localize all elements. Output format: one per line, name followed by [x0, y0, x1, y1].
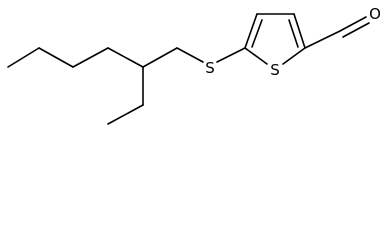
bond-ring-c3-c2 — [293, 13, 306, 49]
bond-c2-c3 — [38, 47, 74, 68]
bond-c1-c2 — [7, 47, 40, 68]
bond-c3-c4 — [72, 47, 109, 68]
bond-cho-o — [339, 16, 367, 32]
bond-cho-o-double — [342, 22, 370, 38]
bond-c5-ch2 — [142, 47, 178, 68]
bond-c4-c5 — [107, 47, 144, 68]
bond-s-ring — [216, 47, 246, 63]
bond-ring-c5-c4 — [244, 13, 258, 49]
atom-oxygen: O — [369, 5, 380, 23]
atom-sulfur-ring: S — [270, 61, 280, 79]
bond-ring-s-c5 — [244, 47, 268, 65]
bond-c2-cho — [304, 30, 341, 49]
bond-ring-c3-c2-double — [288, 19, 299, 48]
bond-ring-c2-s — [282, 47, 306, 65]
atom-sulfur-thioether: S — [205, 59, 215, 77]
bond-c6-c7 — [107, 104, 144, 125]
chemical-structure: S S O — [7, 5, 380, 125]
bond-ch2-s — [176, 47, 204, 63]
bond-ring-c5-c4-double — [251, 19, 263, 48]
